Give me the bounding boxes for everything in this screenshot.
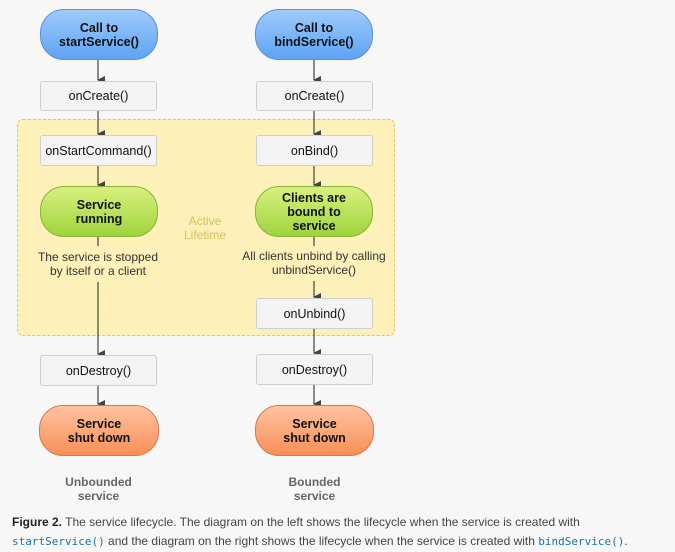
left-on-create-node: onCreate() [40,81,157,111]
on-unbind-node: onUnbind() [256,298,373,329]
bind-service-code: bindService() [538,535,625,548]
left-on-destroy-node: onDestroy() [40,355,157,386]
on-bind-node: onBind() [256,135,373,166]
start-service-code: startService() [12,535,105,548]
right-on-destroy-node: onDestroy() [256,354,373,385]
on-start-command-node: onStartCommand() [40,135,157,166]
figure-caption: Figure 2. The service lifecycle. The dia… [12,515,628,548]
right-on-create-node: onCreate() [256,81,373,111]
